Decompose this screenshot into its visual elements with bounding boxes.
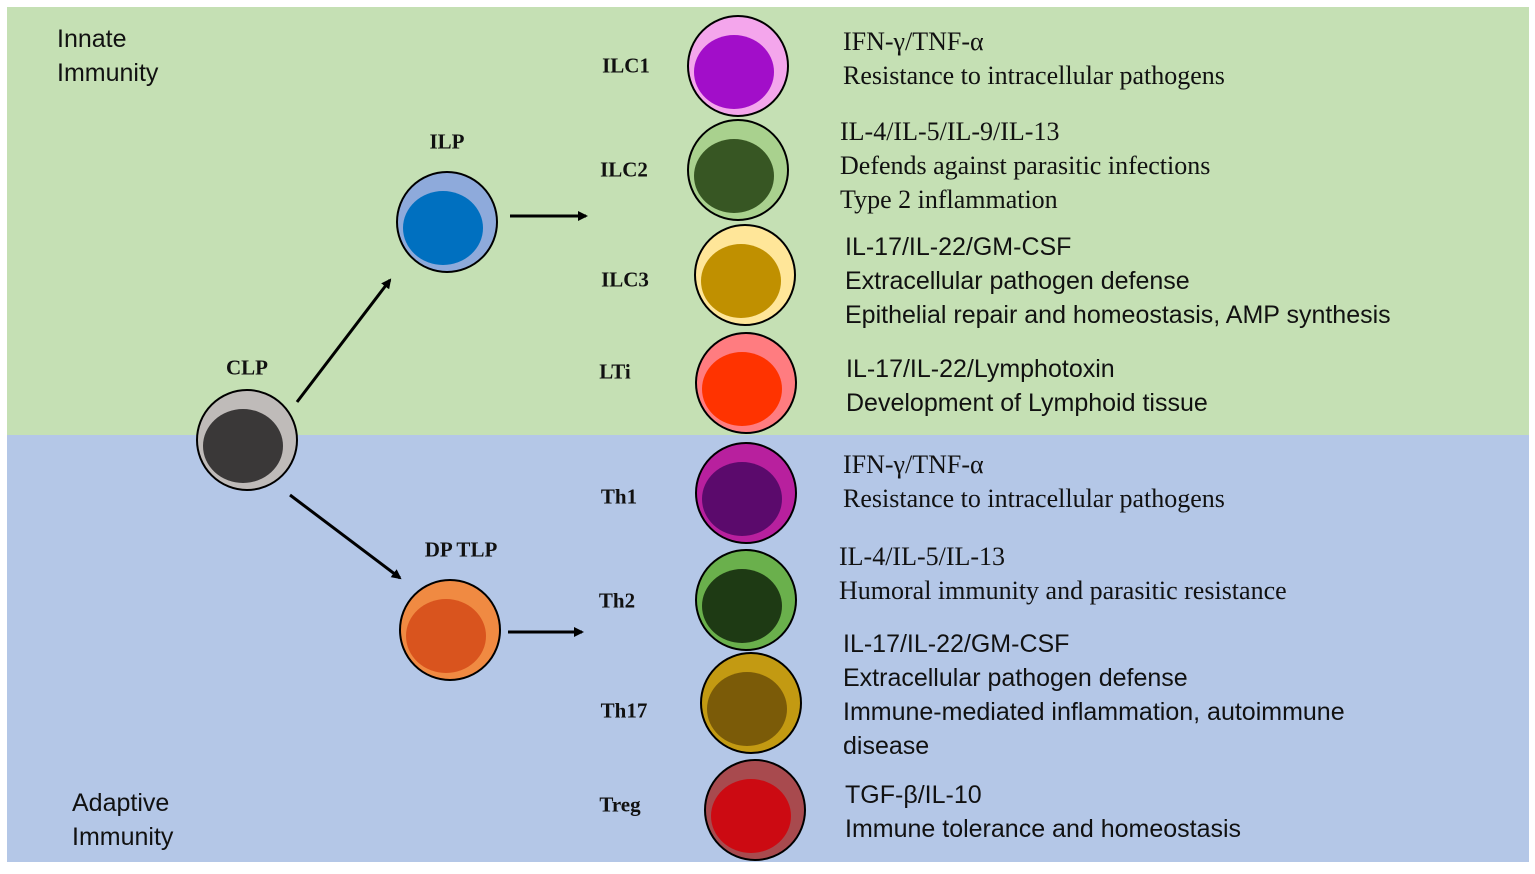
dptlp-cell-nucleus [406, 599, 486, 673]
th2-label: Th2 [598, 588, 636, 613]
th17-description-line: Extracellular pathogen defense [843, 664, 1188, 692]
clp-cell [196, 389, 298, 491]
ilc2-description-line: Defends against parasitic infections [840, 151, 1211, 180]
lti-description-line: IL-17/IL-22/Lymphotoxin [846, 355, 1115, 383]
ilc2-description-line: Type 2 inflammation [840, 185, 1058, 214]
treg-cell [704, 759, 806, 861]
clp-label: CLP [226, 355, 268, 380]
lti-cell-nucleus [702, 352, 782, 426]
th17-description-line: IL-17/IL-22/GM-CSF [843, 630, 1070, 658]
th17-description: IL-17/IL-22/GM-CSF Extracellular pathogen… [843, 627, 1345, 763]
ilc2-cell-nucleus [694, 139, 774, 213]
th1-cell-nucleus [702, 462, 782, 536]
th1-label: Th1 [600, 484, 638, 509]
ilc3-description-line: Extracellular pathogen defense [845, 267, 1190, 295]
th17-cell-nucleus [707, 672, 787, 746]
arrow-clp-to-dptlp [289, 493, 402, 580]
treg-description-line: TGF-β/IL-10 [845, 781, 982, 809]
th2-cell [695, 549, 797, 651]
clp-cell-nucleus [203, 409, 283, 483]
lti-cell [695, 332, 797, 434]
ilp-label: ILP [429, 129, 465, 154]
th17-description-line: Immune-mediated inflammation, autoimmune [843, 698, 1345, 726]
th17-description-line: disease [843, 732, 930, 760]
innate-immunity-label: Innate Immunity [57, 25, 159, 87]
ilc1-description-line: Resistance to intracellular pathogens [843, 61, 1225, 90]
ilp-cell [396, 171, 498, 273]
ilc1-cell-nucleus [694, 35, 774, 109]
th1-cell [695, 442, 797, 544]
ilc3-description-line: IL-17/IL-22/GM-CSF [845, 233, 1072, 261]
adaptive-immunity-label: Adaptive Immunity [72, 789, 174, 851]
ilc2-label: ILC2 [600, 157, 648, 182]
ilc3-cell-nucleus [701, 244, 781, 318]
th17-cell [700, 652, 802, 754]
th1-description-line: Resistance to intracellular pathogens [843, 484, 1225, 513]
th2-description-line: IL-4/IL-5/IL-13 [839, 542, 1006, 571]
th17-label: Th17 [600, 698, 648, 723]
th2-cell-nucleus [702, 569, 782, 643]
ilc1-cell [687, 15, 789, 117]
ilp-cell-nucleus [403, 191, 483, 265]
treg-cell-nucleus [711, 779, 791, 853]
ilc3-cell [694, 224, 796, 326]
th2-description-line: Humoral immunity and parasitic resistanc… [839, 576, 1287, 605]
dptlp-cell [399, 579, 501, 681]
lti-label: LTi [599, 359, 631, 384]
ilc2-cell [687, 119, 789, 221]
ilc3-label: ILC3 [601, 267, 649, 292]
ilc1-label: ILC1 [602, 53, 650, 78]
treg-description-line: Immune tolerance and homeostasis [845, 815, 1242, 843]
arrow-clp-to-ilp [295, 278, 392, 403]
ilc1-description-line: IFN-γ/TNF-α [843, 27, 984, 56]
lti-description-line: Development of Lymphoid tissue [846, 389, 1208, 417]
ilc2-description-line: IL-4/IL-5/IL-9/IL-13 [840, 117, 1060, 146]
treg-label: Treg [599, 792, 641, 817]
dptlp-label: DP TLP [424, 537, 498, 562]
th1-description-line: IFN-γ/TNF-α [843, 450, 984, 479]
ilc3-description-line: Epithelial repair and homeostasis, AMP s… [845, 301, 1391, 329]
ilc3-description: IL-17/IL-22/GM-CSF Extracellular pathogen… [845, 230, 1391, 332]
